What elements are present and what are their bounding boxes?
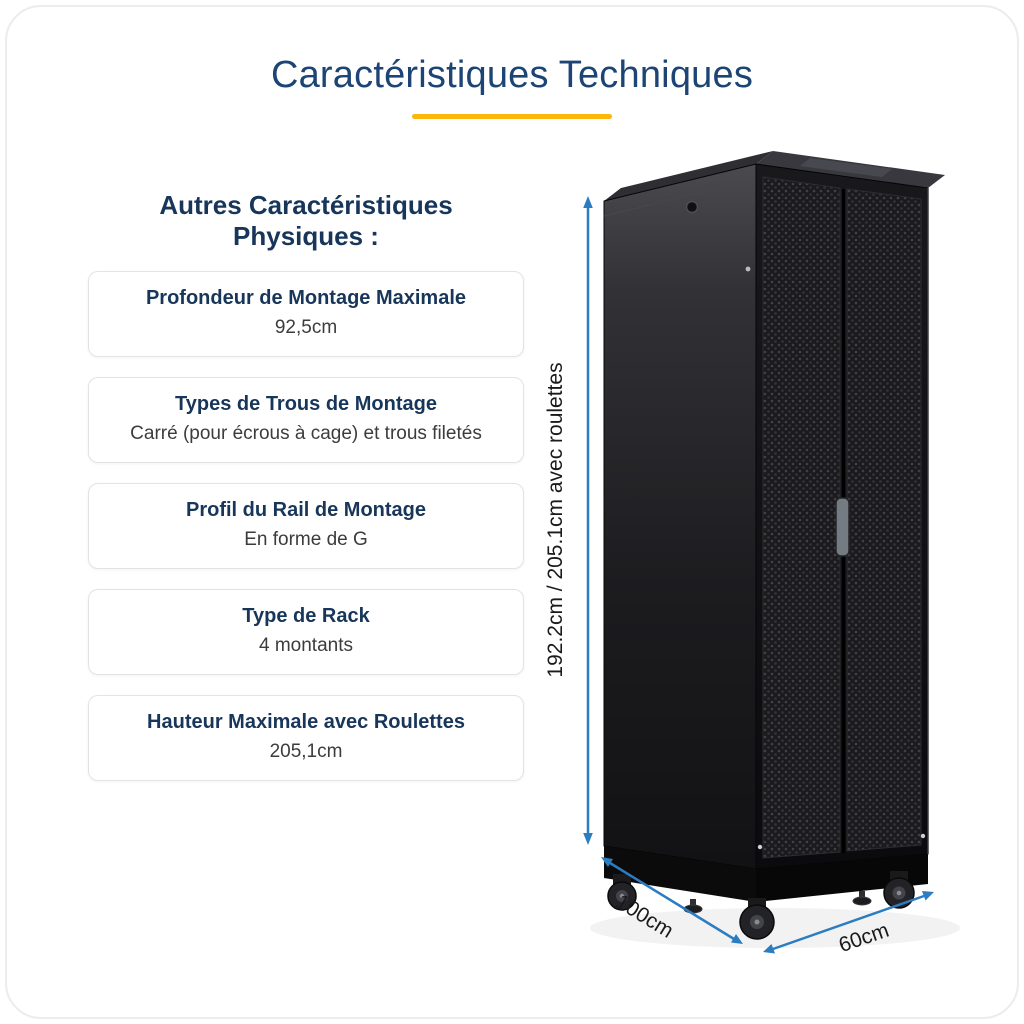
spec-value: Carré (pour écrous à cage) et trous file… [130,423,482,445]
spec-card-max-height-casters: Hauteur Maximale avec Roulettes 205,1cm [88,695,524,782]
spec-value: 205,1cm [269,741,343,763]
height-dimension-arrow [583,196,593,845]
cabinet-roof-vent [800,158,892,177]
spec-label: Types de Trous de Montage [175,393,437,416]
rack-cabinet-illustration [603,151,945,940]
cabinet-roof-left [604,151,773,201]
title-accent-underline [412,114,612,119]
spec-card-mounting-hole-types: Types de Trous de Montage Carré (pour éc… [88,377,524,464]
spec-card-rack-type: Type de Rack 4 montants [88,589,524,676]
front-door-right-mesh [846,188,922,852]
caster-back-left [607,874,637,911]
spec-label: Hauteur Maximale avec Roulettes [147,711,465,734]
front-screw-right [920,833,926,839]
depth-dimension-arrow [601,857,743,944]
height-dimension-label: 192.2cm / 205.1cm avec roulettes [544,362,567,677]
cabinet-base-front [756,854,928,902]
width-dimension-arrow [763,891,934,954]
spec-label: Type de Rack [242,605,370,628]
spec-value: En forme de G [244,529,368,551]
floor-shadow [590,908,960,948]
cabinet-side-panel [603,163,757,870]
specs-heading-line1: Autres Caractéristiques [159,190,453,220]
caster-right [883,871,915,909]
front-screw-left [757,844,763,850]
caster-front [739,898,775,940]
spec-card-max-mounting-depth: Profondeur de Montage Maximale 92,5cm [88,271,524,358]
leveling-foot-right [852,891,872,906]
spec-label: Profondeur de Montage Maximale [145,287,467,310]
door-handle [835,497,850,557]
side-panel-lock [685,200,699,214]
cabinet-base-side [604,846,756,902]
spec-card-rail-profile: Profil du Rail de Montage En forme de G [88,483,524,570]
side-panel-top-rail [603,178,757,217]
specs-heading-line2: Physiques : [233,220,379,251]
spec-value: 4 montants [259,635,353,657]
spec-value: 92,5cm [274,317,338,339]
specs-heading: Autres Caractéristiques Physiques : [88,190,524,251]
page-title: Caractéristiques Techniques [270,54,754,96]
front-door-left-mesh [762,176,841,859]
specs-column: Autres Caractéristiques Physiques : Prof… [88,190,524,782]
spec-label: Profil du Rail de Montage [185,499,426,522]
side-panel-screw [745,266,751,272]
